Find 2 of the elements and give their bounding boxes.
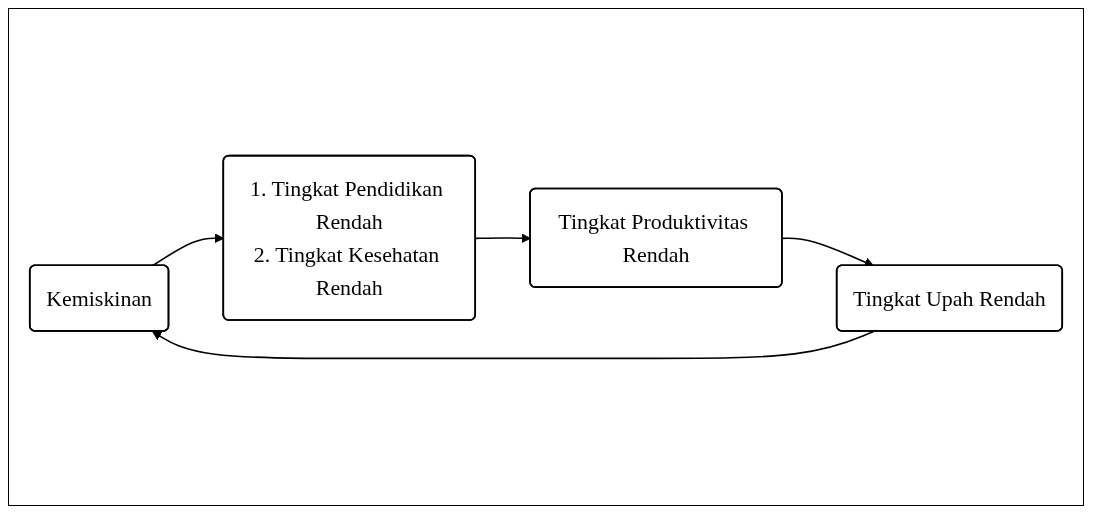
- arrow: [152, 330, 875, 360]
- arrow: [781, 237, 874, 267]
